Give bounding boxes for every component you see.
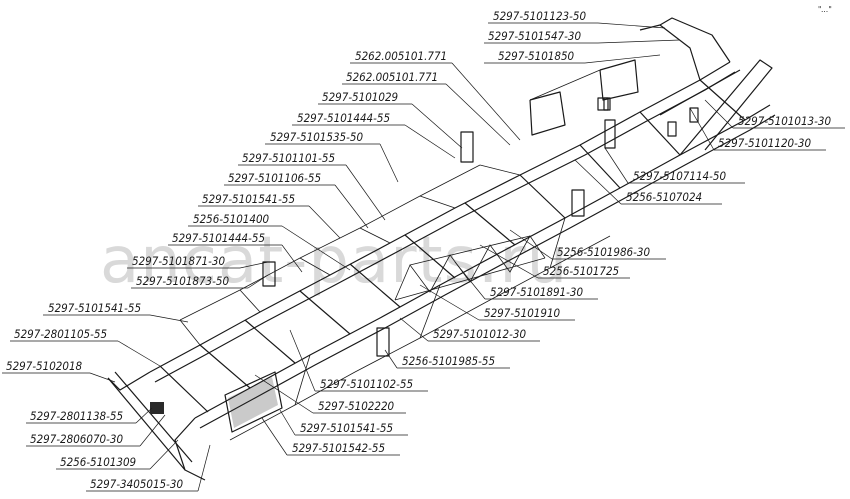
label-5297-2806070-30: 5297-2806070-30 — [30, 432, 123, 446]
rear-bumper-beam-b — [114, 371, 193, 463]
outrigger-left-6 — [419, 195, 456, 209]
label-5262.005101.771-b: 5262.005101.771 — [346, 70, 438, 84]
label-5297-5101871-30: 5297-5101871-30 — [132, 254, 225, 268]
front-cradle-2 — [599, 59, 639, 101]
cross-member-9 — [579, 144, 621, 189]
cross-member-10 — [639, 111, 681, 156]
cross-member-11 — [699, 79, 746, 121]
part-labels: 5297-5101123-50 5297-5101547-30 5297-510… — [2, 9, 845, 492]
label-5297-2801138-55: 5297-2801138-55 — [30, 409, 123, 423]
front-pad-2 — [689, 107, 699, 123]
label-5297-5101102-55: 5297-5101102-55 — [320, 377, 413, 391]
label-5297-2801105-55: 5297-2801105-55 — [14, 327, 107, 341]
label-5256-5101725: 5256-5101725 — [543, 264, 620, 278]
outrigger-right-4 — [549, 217, 566, 269]
label-5297-5101850: 5297-5101850 — [498, 49, 575, 63]
frame-structure — [107, 17, 776, 481]
cross-member-7 — [464, 202, 516, 246]
front-rail-upper-2 — [659, 17, 731, 63]
bracket-post-5 — [604, 119, 616, 149]
cross-member-1 — [159, 365, 209, 413]
label-5297-5101541-55-a: 5297-5101541-55 — [202, 192, 295, 206]
outrigger-right-3 — [419, 284, 441, 339]
rear-bumper-beam — [107, 377, 186, 471]
truss-section — [394, 235, 546, 301]
label-5297-5101873-50: 5297-5101873-50 — [136, 274, 229, 288]
corner-mark: "…" — [818, 5, 832, 14]
bracket-post-1 — [376, 327, 390, 357]
label-5297-5101910: 5297-5101910 — [484, 306, 561, 320]
right-rail — [194, 104, 771, 419]
label-5297-5101542-55: 5297-5101542-55 — [292, 441, 385, 455]
outrigger-left — [179, 164, 481, 321]
front-spar-right-b — [659, 69, 741, 116]
front-pad-3 — [603, 97, 611, 111]
tow-hitch — [150, 402, 164, 414]
label-5256-5101986-30: 5256-5101986-30 — [557, 245, 650, 259]
label-5297-5101535-50: 5297-5101535-50 — [270, 130, 363, 144]
rear-tail-left — [107, 371, 151, 391]
label-5297-5101123-50: 5297-5101123-50 — [493, 9, 586, 23]
label-5297-5101541-55-c: 5297-5101541-55 — [300, 421, 393, 435]
label-5297-5101101-55: 5297-5101101-55 — [242, 151, 335, 165]
front-rail-upper — [639, 24, 701, 81]
rear-tail-right — [174, 417, 206, 481]
label-5297-5101120-30: 5297-5101120-30 — [718, 136, 811, 150]
front-pad-1 — [667, 121, 677, 137]
label-5297-5101444-55-a: 5297-5101444-55 — [297, 111, 390, 125]
front-cradle-link — [529, 69, 601, 101]
front-cradle — [529, 91, 566, 136]
label-5297-5102018: 5297-5102018 — [6, 359, 83, 373]
label-5297-5101013-30: 5297-5101013-30 — [738, 114, 831, 128]
front-spar-right — [679, 59, 773, 156]
label-5297-5102220: 5297-5102220 — [318, 399, 395, 413]
label-5297-5101547-30: 5297-5101547-30 — [488, 29, 581, 43]
label-5297-5101891-30: 5297-5101891-30 — [490, 285, 583, 299]
cross-member-8 — [519, 174, 566, 219]
label-5297-5101541-55-b: 5297-5101541-55 — [48, 301, 141, 315]
label-5262.005101.771-a: 5262.005101.771 — [355, 49, 447, 63]
label-5256-5101985-55: 5256-5101985-55 — [402, 354, 495, 368]
label-5297-5101444-55-b: 5297-5101444-55 — [172, 231, 265, 245]
bracket-post-2 — [262, 261, 276, 287]
cross-member-5 — [349, 263, 401, 308]
left-rail-lower — [154, 71, 736, 383]
label-5297-5101106-55: 5297-5101106-55 — [228, 171, 321, 185]
label-5256-5101309: 5256-5101309 — [60, 455, 136, 469]
outrigger-left-3 — [239, 289, 261, 313]
label-5256-5101400: 5256-5101400 — [193, 212, 270, 226]
rear-box-shade — [228, 377, 278, 428]
label-5297-3405015-30: 5297-3405015-30 — [90, 477, 183, 491]
label-5297-5101012-30: 5297-5101012-30 — [433, 327, 526, 341]
right-rail-lower — [199, 114, 776, 429]
cross-member-4 — [299, 290, 351, 335]
label-5256-5107024: 5256-5107024 — [626, 190, 702, 204]
label-5297-5101029: 5297-5101029 — [322, 90, 398, 104]
outrigger-left-2 — [179, 319, 201, 346]
rear-box — [224, 371, 283, 433]
cross-member-2 — [199, 344, 251, 389]
outrigger-left-4 — [299, 257, 331, 276]
cross-member-3 — [244, 319, 296, 364]
outrigger-left-5 — [359, 227, 391, 244]
outrigger-right-2 — [294, 354, 311, 406]
bracket-post-4 — [571, 189, 585, 217]
bracket-post-3 — [460, 131, 474, 163]
label-5297-5107114-50: 5297-5107114-50 — [633, 169, 726, 183]
outrigger-left-7 — [479, 164, 521, 176]
cross-member-6 — [404, 234, 456, 279]
